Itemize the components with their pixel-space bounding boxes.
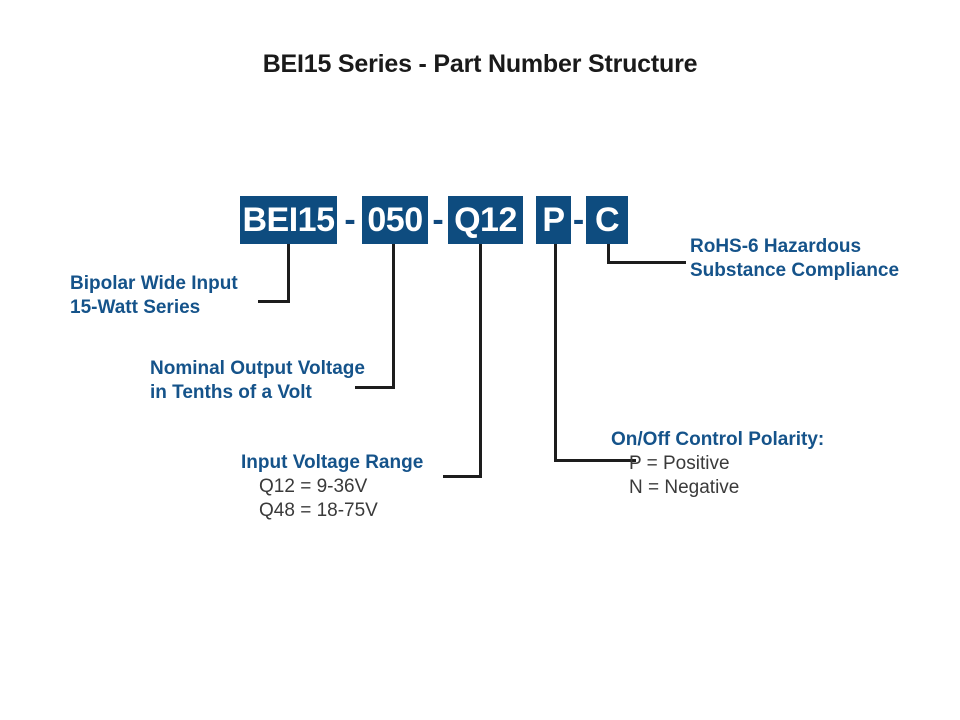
callout-compliance-line2: Substance Compliance: [690, 259, 900, 281]
part-segment-output-voltage[interactable]: 050: [362, 196, 428, 244]
callout-compliance: RoHS-6 Hazardous Substance Compliance: [690, 235, 899, 283]
part-segment-compliance[interactable]: C: [586, 196, 628, 244]
callout-input-heading: Input Voltage Range: [241, 452, 424, 473]
leader-line-input-horizontal: [443, 475, 482, 478]
leader-line-polarity-horizontal: [554, 459, 636, 462]
leader-line-compliance-horizontal: [607, 261, 686, 264]
part-separator-2: -: [432, 201, 444, 239]
callout-polarity-option-n: N = Negative: [629, 477, 740, 499]
leader-line-series-vertical: [287, 244, 290, 303]
callout-output-voltage: Nominal Output Voltage in Tenths of a Vo…: [150, 357, 365, 405]
callout-voltage-line2: in Tenths of a Volt: [150, 381, 312, 403]
callout-compliance-line1: RoHS-6 Hazardous: [690, 236, 862, 257]
part-segment-series[interactable]: BEI15: [240, 196, 337, 244]
callout-polarity-option-p: P = Positive: [629, 452, 730, 474]
part-segment-input-range[interactable]: Q12: [448, 196, 523, 244]
callout-voltage-line1: Nominal Output Voltage: [150, 358, 365, 379]
callout-series-line2: 15-Watt Series: [70, 296, 201, 318]
leader-line-input-vertical: [479, 244, 482, 478]
page-title: BEI15 Series - Part Number Structure: [262, 50, 698, 78]
leader-line-series-horizontal: [258, 300, 290, 303]
callout-polarity-heading: On/Off Control Polarity:: [611, 429, 825, 450]
leader-line-compliance-vertical: [607, 244, 610, 264]
part-separator-3: -: [572, 201, 585, 239]
leader-line-polarity-vertical: [554, 244, 557, 462]
part-segment-polarity[interactable]: P: [536, 196, 571, 244]
callout-input-range: Input Voltage Range Q12 = 9-36V Q48 = 18…: [241, 451, 423, 524]
callout-polarity: On/Off Control Polarity: P = Positive N …: [611, 428, 824, 501]
leader-line-voltage-horizontal: [355, 386, 395, 389]
part-separator-1: -: [344, 201, 356, 239]
callout-input-option-q48: Q48 = 18-75V: [259, 500, 378, 522]
callout-series: Bipolar Wide Input 15-Watt Series: [70, 272, 238, 320]
callout-series-line1: Bipolar Wide Input: [70, 273, 238, 294]
callout-input-option-q12: Q12 = 9-36V: [259, 475, 368, 497]
leader-line-voltage-vertical: [392, 244, 395, 389]
